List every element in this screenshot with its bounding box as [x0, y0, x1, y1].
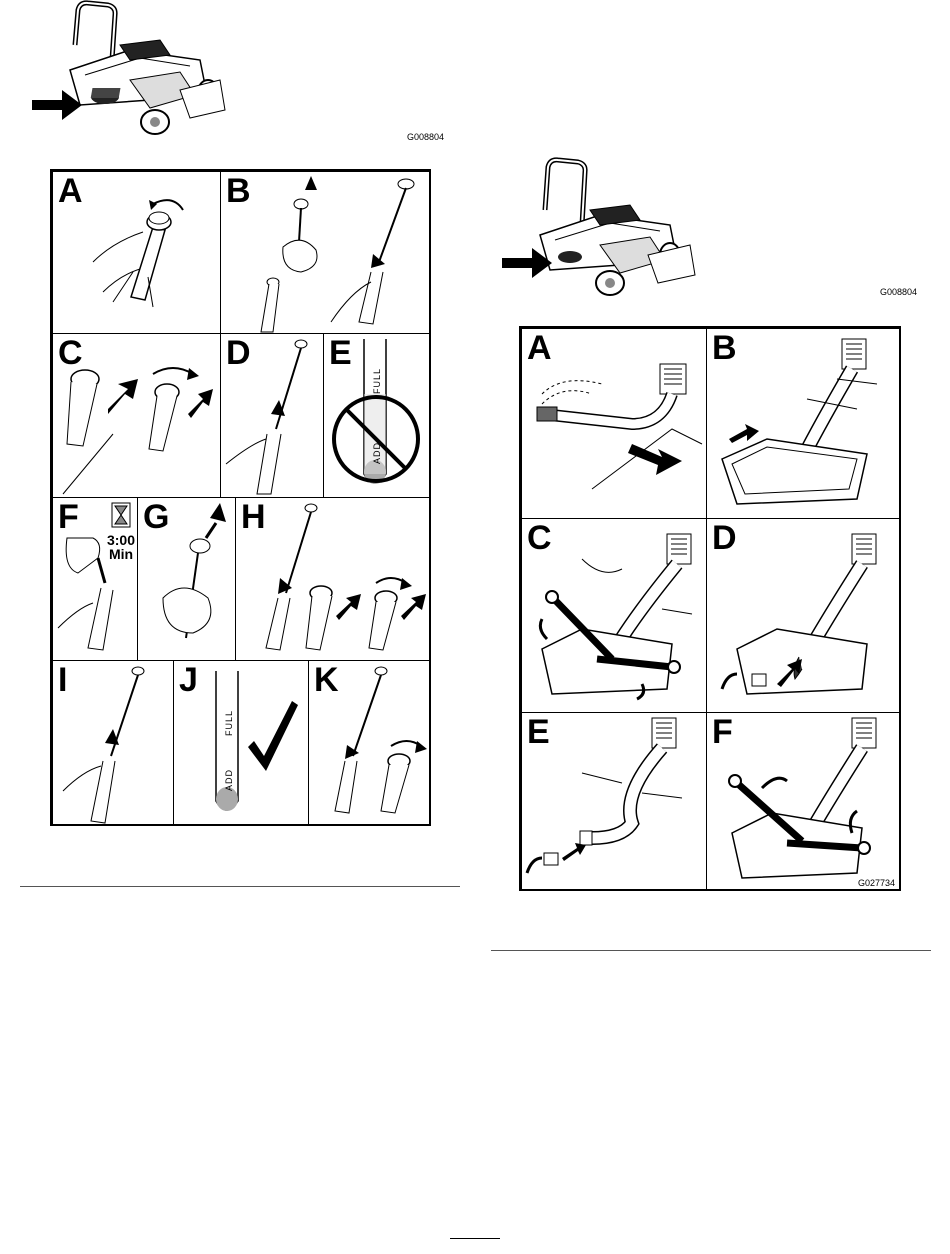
dipstick-check-again-drawing [53, 661, 174, 826]
dipstick-add-mark: ADD [224, 769, 234, 791]
figure-id-bottom-right: G027734 [858, 878, 895, 888]
dipstick-correct-level-drawing [174, 661, 309, 826]
mower-drawing [500, 155, 700, 300]
dipstick-secure-drawing [309, 661, 431, 826]
panel-c: C [52, 333, 221, 498]
panel-e: E FULL ADD [323, 333, 431, 498]
dipstick-remove-drawing [138, 498, 236, 661]
dipstick-add-mark: ADD [372, 442, 382, 464]
page-footer-rule [450, 1238, 500, 1239]
panel-d: D [220, 333, 324, 498]
panel-d: D [706, 518, 901, 713]
timer-unit: Min [103, 547, 138, 561]
dipstick-procedure-grid: A B C [50, 169, 431, 826]
panel-b: B [220, 171, 431, 334]
panel-f: F [706, 712, 901, 891]
dipstick-check-drawing [221, 334, 324, 498]
mower-illustration-right [500, 155, 700, 300]
panel-h: H [235, 497, 431, 661]
drain-cap-install-drawing [522, 713, 707, 891]
section-divider-left [20, 886, 460, 887]
timer-readout: 3:00 Min [103, 533, 138, 561]
drain-fitting-loosen-drawing [522, 519, 707, 713]
figure-id-top-left: G008804 [407, 132, 444, 142]
panel-j: J FULL ADD [173, 660, 309, 826]
oil-drain-procedure-grid: A B C [519, 326, 901, 891]
drain-cap-remove-drawing [707, 519, 901, 713]
dipstick-reinsert-drawing [236, 498, 431, 661]
mower-illustration-left [30, 0, 230, 135]
dipstick-full-mark: FULL [224, 710, 234, 736]
panel-b: B [706, 328, 901, 519]
panel-i: I [52, 660, 174, 826]
dipstick-reinsert-tighten-drawing [53, 334, 221, 498]
dipstick-remove-wipe-drawing [221, 172, 431, 334]
drain-fitting-tighten-drawing [707, 713, 901, 891]
add-oil-drawing [53, 498, 138, 661]
drain-pan-position-drawing [707, 329, 901, 519]
drain-hose-pull-drawing [522, 329, 707, 519]
dipstick-cap-unscrew-drawing [53, 172, 221, 334]
panel-a: A [52, 171, 221, 334]
dipstick-overfull-warning-drawing [324, 334, 431, 498]
panel-g: G [137, 497, 236, 661]
timer-value: 3:00 [103, 533, 138, 547]
panel-e: E [521, 712, 707, 891]
panel-a: A [521, 328, 707, 519]
mower-drawing [30, 0, 230, 135]
dipstick-full-mark: FULL [372, 368, 382, 394]
panel-c: C [521, 518, 707, 713]
panel-k: K [308, 660, 431, 826]
section-divider-right [491, 950, 931, 951]
panel-f: F 3:00 Min [52, 497, 138, 661]
figure-id-top-right: G008804 [880, 287, 917, 297]
